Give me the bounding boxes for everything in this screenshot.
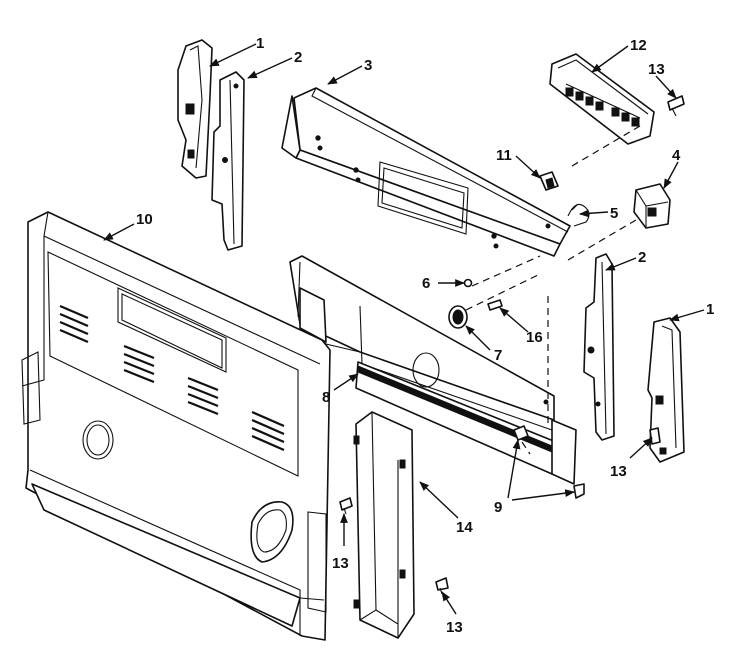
screw-16-part	[487, 299, 503, 311]
leader-lines	[103, 43, 705, 615]
channel-part	[353, 411, 415, 639]
callout-13-lower-left: 13	[332, 555, 349, 572]
clip-part	[539, 171, 559, 191]
callout-2-right: 2	[638, 249, 646, 266]
screw-9-part	[513, 425, 585, 499]
wire-harness-part	[567, 203, 590, 227]
touch-pad-overlay-part	[549, 53, 655, 145]
callout-4: 4	[672, 147, 681, 164]
callout-1-right: 1	[706, 301, 714, 318]
callout-13-top: 13	[648, 61, 665, 78]
knob-part	[448, 305, 468, 329]
callout-11: 11	[496, 147, 512, 164]
screw-right-part	[649, 427, 661, 445]
callout-14: 14	[456, 519, 473, 536]
callout-labels: 1 2 3 12 13 11 4 5 10 2 6 1 16 7 8 13 9 …	[136, 35, 714, 636]
screw-part	[667, 95, 685, 117]
callout-13-bottom: 13	[446, 619, 463, 636]
callout-2-upper: 2	[294, 49, 302, 66]
callout-8: 8	[322, 389, 330, 406]
callout-7: 7	[494, 347, 502, 364]
control-console-part	[281, 87, 571, 257]
terminal-block-part	[633, 183, 671, 229]
callout-5: 5	[610, 205, 618, 222]
end-cap-right-part	[647, 317, 685, 463]
rear-panel-part	[21, 211, 331, 641]
callout-16: 16	[526, 329, 543, 346]
screw-6-part	[463, 278, 473, 288]
side-bracket-right-part	[583, 253, 615, 441]
callout-13-right: 13	[610, 463, 627, 480]
callout-6: 6	[422, 275, 430, 292]
callout-9: 9	[494, 499, 502, 516]
callout-1-upper: 1	[256, 35, 264, 52]
callout-12: 12	[630, 37, 647, 54]
callout-3: 3	[364, 57, 372, 74]
screw-lower-part	[339, 497, 449, 595]
callout-10: 10	[136, 211, 153, 228]
side-bracket-left-part	[211, 71, 245, 251]
mounting-bracket-part	[289, 255, 577, 485]
end-cap-left-part	[177, 39, 213, 179]
